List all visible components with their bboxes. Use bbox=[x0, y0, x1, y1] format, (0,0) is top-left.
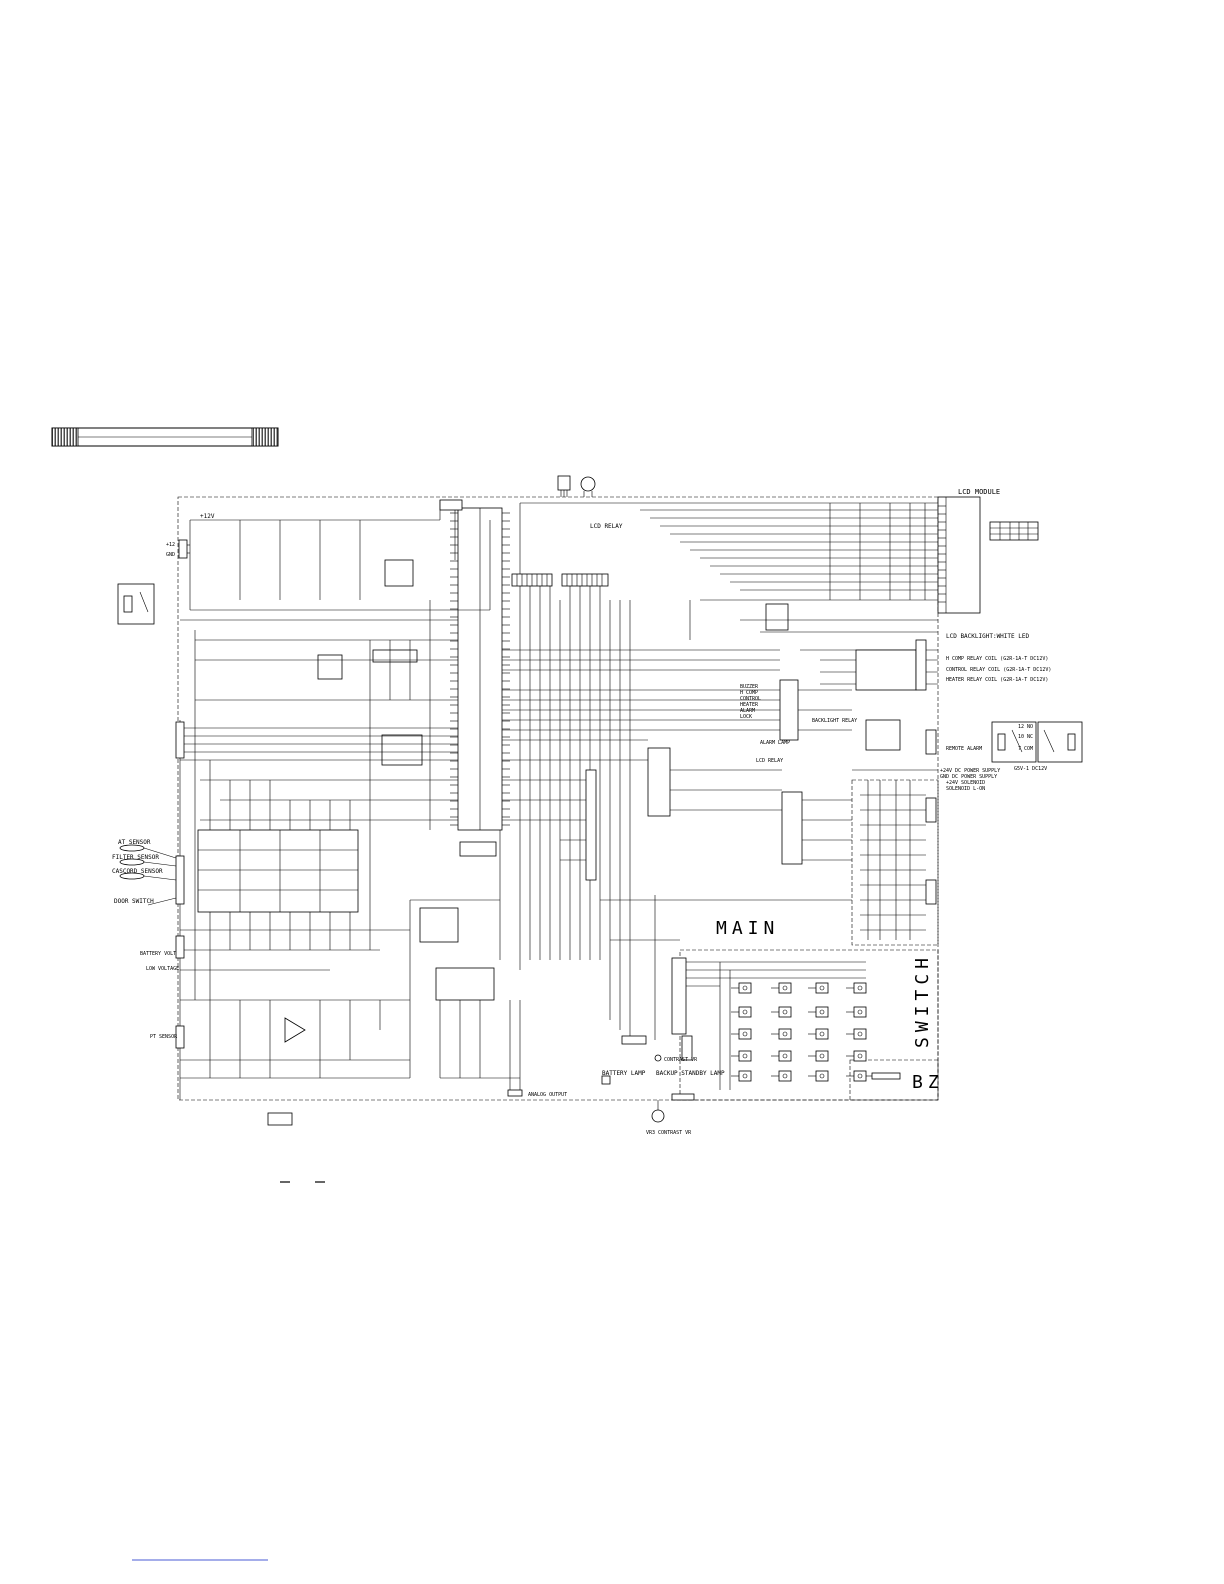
label-relay-12no: 12 NO bbox=[1018, 724, 1033, 730]
key-switch bbox=[846, 1070, 867, 1082]
label-filter-sensor: FILTER SENSOR bbox=[112, 854, 159, 861]
label-backup-standby-lamp: BACKUP STANDBY LAMP bbox=[656, 1070, 725, 1077]
label-relay-7com: 7 COM bbox=[1018, 746, 1033, 752]
label-vr-caption: VR3 CONTRAST VR bbox=[646, 1130, 692, 1136]
lcd-module bbox=[937, 496, 981, 614]
label-at-sensor: AT SENSOR bbox=[118, 839, 151, 846]
label-solenoid-2: SOLENOID L-ON bbox=[946, 786, 985, 792]
bottom-mid-connectors bbox=[601, 957, 695, 1123]
label-lcd-relay: LCD RELAY bbox=[590, 523, 623, 530]
label-control-relay: CONTROL RELAY COIL (G2R-1A-T DC12V) bbox=[946, 667, 1051, 673]
label-contrast-vr: CONTRAST VR bbox=[664, 1057, 698, 1063]
label-alarm: ALARM bbox=[740, 708, 755, 714]
label-solenoid-1: +24V SOLENOID bbox=[946, 780, 985, 786]
key-switch bbox=[771, 982, 792, 994]
label-pt-sensor: PT SENSOR bbox=[150, 1034, 178, 1040]
label-relay-10nc: 10 NC bbox=[1018, 734, 1033, 740]
regulator-ic bbox=[384, 559, 414, 587]
label-low-voltage: LOW VOLTAGE bbox=[146, 966, 179, 972]
label-backlight-relay: BACKLIGHT RELAY bbox=[812, 718, 857, 724]
label-lcd-module: LCD MODULE bbox=[958, 488, 1000, 496]
key-switch bbox=[808, 1028, 829, 1040]
label-12v: +12V bbox=[200, 513, 215, 520]
label-alarm-lamp: ALARM LAMP bbox=[760, 740, 790, 746]
key-switch bbox=[731, 1070, 752, 1082]
left-relay bbox=[117, 583, 155, 625]
key-switch bbox=[846, 1028, 867, 1040]
analog-conn-2 bbox=[175, 1025, 185, 1049]
power-section bbox=[183, 500, 491, 611]
legend-box bbox=[267, 1112, 293, 1126]
middle-ics bbox=[419, 841, 523, 1097]
analog-conn-1 bbox=[175, 935, 185, 959]
label-power-supply-1: +24V DC POWER SUPPLY bbox=[940, 768, 1000, 774]
transistor-symbols bbox=[557, 475, 596, 497]
key-switch bbox=[808, 1006, 829, 1018]
label-lcd-relay-2: LCD RELAY bbox=[756, 758, 783, 764]
header-bar bbox=[51, 427, 279, 447]
opamp-symbol bbox=[284, 1017, 306, 1043]
key-switch bbox=[771, 1050, 792, 1062]
label-control: CONTROL bbox=[740, 696, 761, 702]
sensor-block bbox=[119, 829, 359, 913]
key-switch bbox=[846, 1050, 867, 1062]
key-switch bbox=[846, 1006, 867, 1018]
label-main: MAIN bbox=[716, 918, 779, 939]
mid-wiring bbox=[502, 599, 938, 1040]
connectors-top bbox=[511, 573, 631, 1040]
label-heater: HEATER bbox=[740, 702, 759, 708]
mcu-chip bbox=[457, 507, 503, 831]
label-switch: SWITCH bbox=[912, 953, 933, 1048]
label-battery-volt: BATTERY VOLT bbox=[140, 951, 176, 957]
key-switch bbox=[808, 1070, 829, 1082]
pin-table bbox=[989, 521, 1039, 541]
label-relay-caption: G5V-1 DC12V bbox=[1014, 766, 1047, 772]
switch-matrix bbox=[731, 982, 867, 1082]
lcd-bus bbox=[519, 502, 938, 970]
key-switch bbox=[771, 1006, 792, 1018]
label-door-switch: DOOR SWITCH bbox=[114, 898, 154, 905]
key-switch bbox=[731, 982, 752, 994]
label-lock: LOCK bbox=[740, 714, 752, 720]
label-buzzer: BUZZER bbox=[740, 684, 759, 690]
mid-connectors bbox=[585, 603, 803, 881]
relay-area bbox=[855, 639, 937, 905]
label-analog-output: ANALOG OUTPUT bbox=[528, 1092, 567, 1098]
analog-block bbox=[180, 900, 411, 1079]
key-switch bbox=[731, 1050, 752, 1062]
relay-area-border bbox=[851, 779, 939, 946]
bz-board-border bbox=[849, 1059, 939, 1101]
relay-symbols-right bbox=[991, 721, 1083, 763]
mcu-pins bbox=[450, 512, 510, 826]
label-h-comp-relay: H COMP RELAY COIL (G2R-1A-T DC12V) bbox=[946, 656, 1048, 662]
relay-area-wiring bbox=[860, 780, 926, 940]
key-switch bbox=[731, 1028, 752, 1040]
label-cascord-sensor: CASCORD SENSOR bbox=[112, 868, 163, 875]
label-battery-lamp: BATTERY LAMP bbox=[602, 1070, 646, 1077]
label-lcd-backlight: LCD BACKLIGHT:WHITE LED bbox=[946, 633, 1029, 640]
label-power-supply-2: GND DC POWER SUPPLY bbox=[940, 774, 997, 780]
top-conn-1 bbox=[439, 499, 463, 511]
key-switch bbox=[731, 1006, 752, 1018]
key-switch bbox=[771, 1070, 792, 1082]
key-switch bbox=[846, 982, 867, 994]
power-connector bbox=[178, 539, 188, 559]
label-h-comp: H COMP bbox=[740, 690, 758, 696]
label-plus12: +12 bbox=[166, 542, 175, 548]
label-remote-alarm: REMOTE ALARM bbox=[946, 746, 982, 752]
left-connector-2 bbox=[175, 721, 185, 759]
label-bz: BZ bbox=[912, 1072, 944, 1093]
main-board-border bbox=[177, 496, 939, 1101]
text-labels: LCD MODULE LCD RELAY +12V +12 GND AT SEN… bbox=[112, 488, 1051, 1136]
switch-wiring bbox=[686, 961, 866, 1090]
buzzer bbox=[866, 1072, 901, 1080]
key-switch bbox=[771, 1028, 792, 1040]
key-switch bbox=[808, 982, 829, 994]
label-gnd: GND bbox=[166, 552, 175, 558]
key-switch bbox=[808, 1050, 829, 1062]
label-heater-relay: HEATER RELAY COIL (G2R-1A-T DC12V) bbox=[946, 677, 1048, 683]
middle-wiring bbox=[379, 830, 521, 1090]
